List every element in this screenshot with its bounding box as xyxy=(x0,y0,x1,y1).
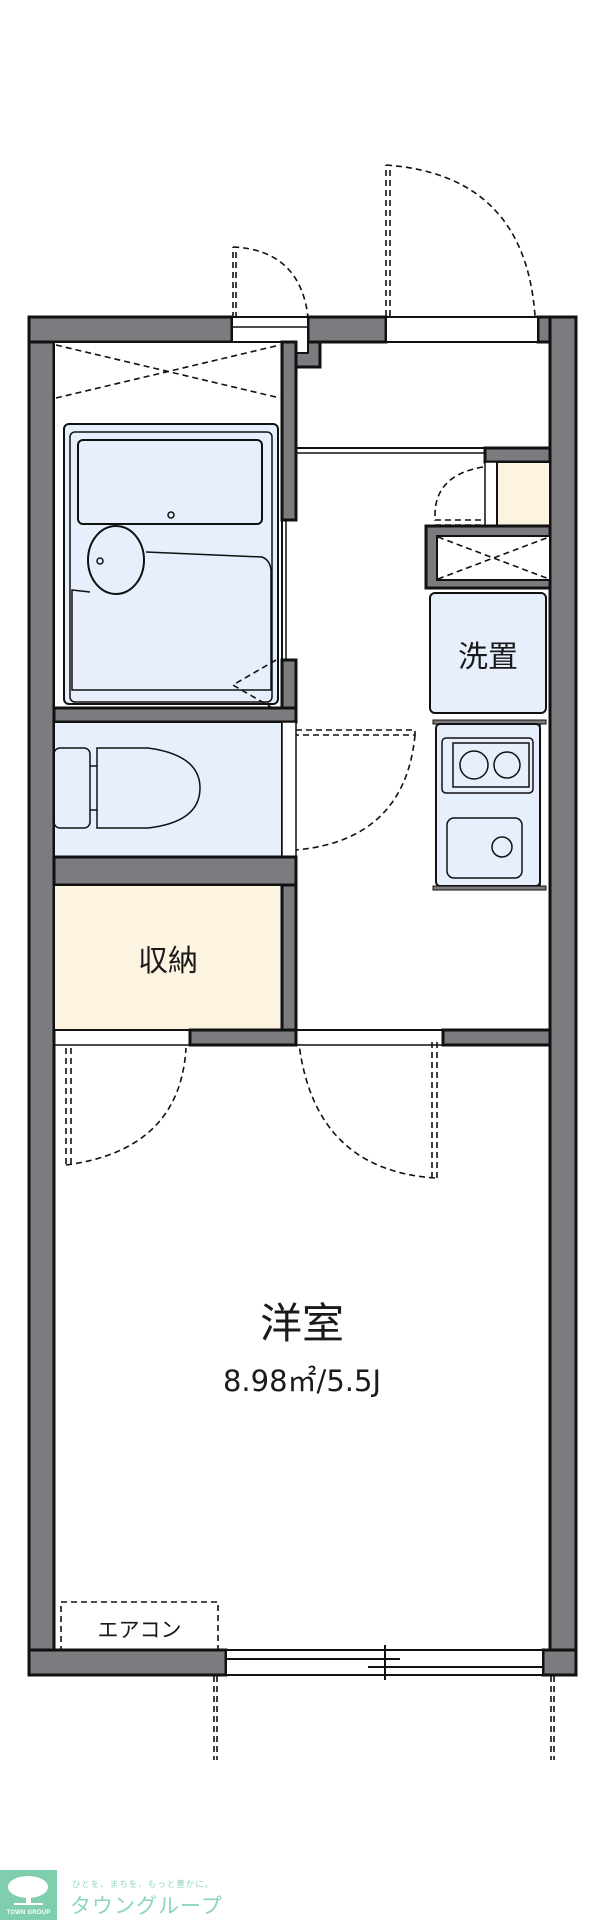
genkan xyxy=(295,367,550,454)
kitchen xyxy=(432,719,547,891)
washer-space-label: 洗置 xyxy=(458,640,518,675)
entrance-door[interactable] xyxy=(385,164,539,343)
logo-text: TOWN GROUP xyxy=(6,1910,51,1916)
bathroom xyxy=(53,340,298,724)
tree-icon xyxy=(8,1876,48,1905)
storage-closet xyxy=(53,883,298,1166)
brand-name: タウングループ xyxy=(70,1894,223,1918)
toilet-storage-wall xyxy=(52,855,298,887)
shoe-cabinet xyxy=(434,446,552,527)
storage-label: 収納 xyxy=(138,944,198,979)
meter-box-door xyxy=(231,246,309,354)
washer-space xyxy=(429,592,547,714)
town-group-logo: TOWN GROUP xyxy=(0,1870,57,1920)
brand-tagline: ひとを、まちを、もっと豊かに。 xyxy=(72,1880,215,1890)
aircon-label: エアコン xyxy=(97,1618,182,1642)
pipe-shaft xyxy=(424,524,552,590)
balcony-window[interactable] xyxy=(213,1645,555,1760)
aircon-outline xyxy=(60,1601,219,1651)
hall-room-partition xyxy=(296,1028,552,1179)
western-room-label: 洋室 xyxy=(259,1299,344,1348)
bath-toilet-wall xyxy=(52,706,298,724)
toilet-room xyxy=(53,721,416,858)
western-room-area: 8.98㎡/5.5J xyxy=(222,1364,381,1398)
